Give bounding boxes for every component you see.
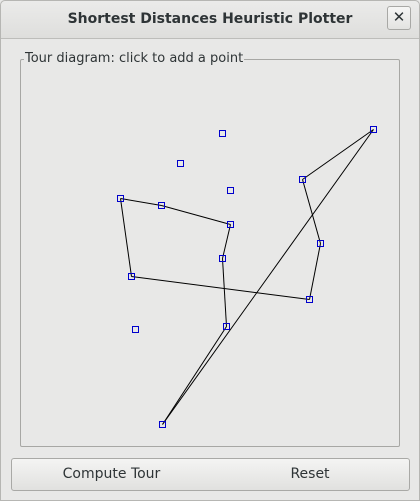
tour-point (299, 176, 306, 183)
tour-point (223, 323, 230, 330)
tour-diagram-canvas[interactable] (21, 67, 399, 446)
close-button[interactable]: ✕ (387, 6, 411, 30)
tour-point (128, 273, 135, 280)
tour-edge (161, 205, 231, 225)
tour-point (177, 160, 184, 167)
tour-edge (309, 243, 321, 300)
tour-edge (222, 224, 231, 259)
tour-point (227, 187, 234, 194)
tour-point (132, 326, 139, 333)
tour-point (159, 421, 166, 428)
tour-point (219, 255, 226, 262)
tour-edge (222, 258, 227, 327)
tour-edge (302, 179, 321, 244)
tour-point (158, 202, 165, 209)
tour-edge (120, 198, 162, 206)
tour-edge (120, 198, 132, 277)
title-bar[interactable]: Shortest Distances Heuristic Plotter ✕ (1, 1, 419, 39)
compute-tour-button[interactable]: Compute Tour (62, 466, 161, 482)
tour-point (117, 195, 124, 202)
close-icon: ✕ (392, 8, 406, 26)
tour-edge (162, 129, 374, 425)
tour-edge (162, 326, 227, 425)
tour-point (227, 221, 234, 228)
button-bar: Compute Tour Reset (11, 458, 410, 491)
tour-diagram-title: Tour diagram: click to add a point (24, 51, 245, 67)
tour-diagram-svg[interactable] (21, 67, 399, 446)
tour-point (317, 240, 324, 247)
tour-point (219, 130, 226, 137)
tour-edge (302, 129, 374, 180)
tour-point (306, 296, 313, 303)
reset-button[interactable]: Reset (290, 466, 330, 482)
tour-edge (131, 276, 310, 300)
tour-point (370, 126, 377, 133)
window-title: Shortest Distances Heuristic Plotter (67, 11, 353, 27)
